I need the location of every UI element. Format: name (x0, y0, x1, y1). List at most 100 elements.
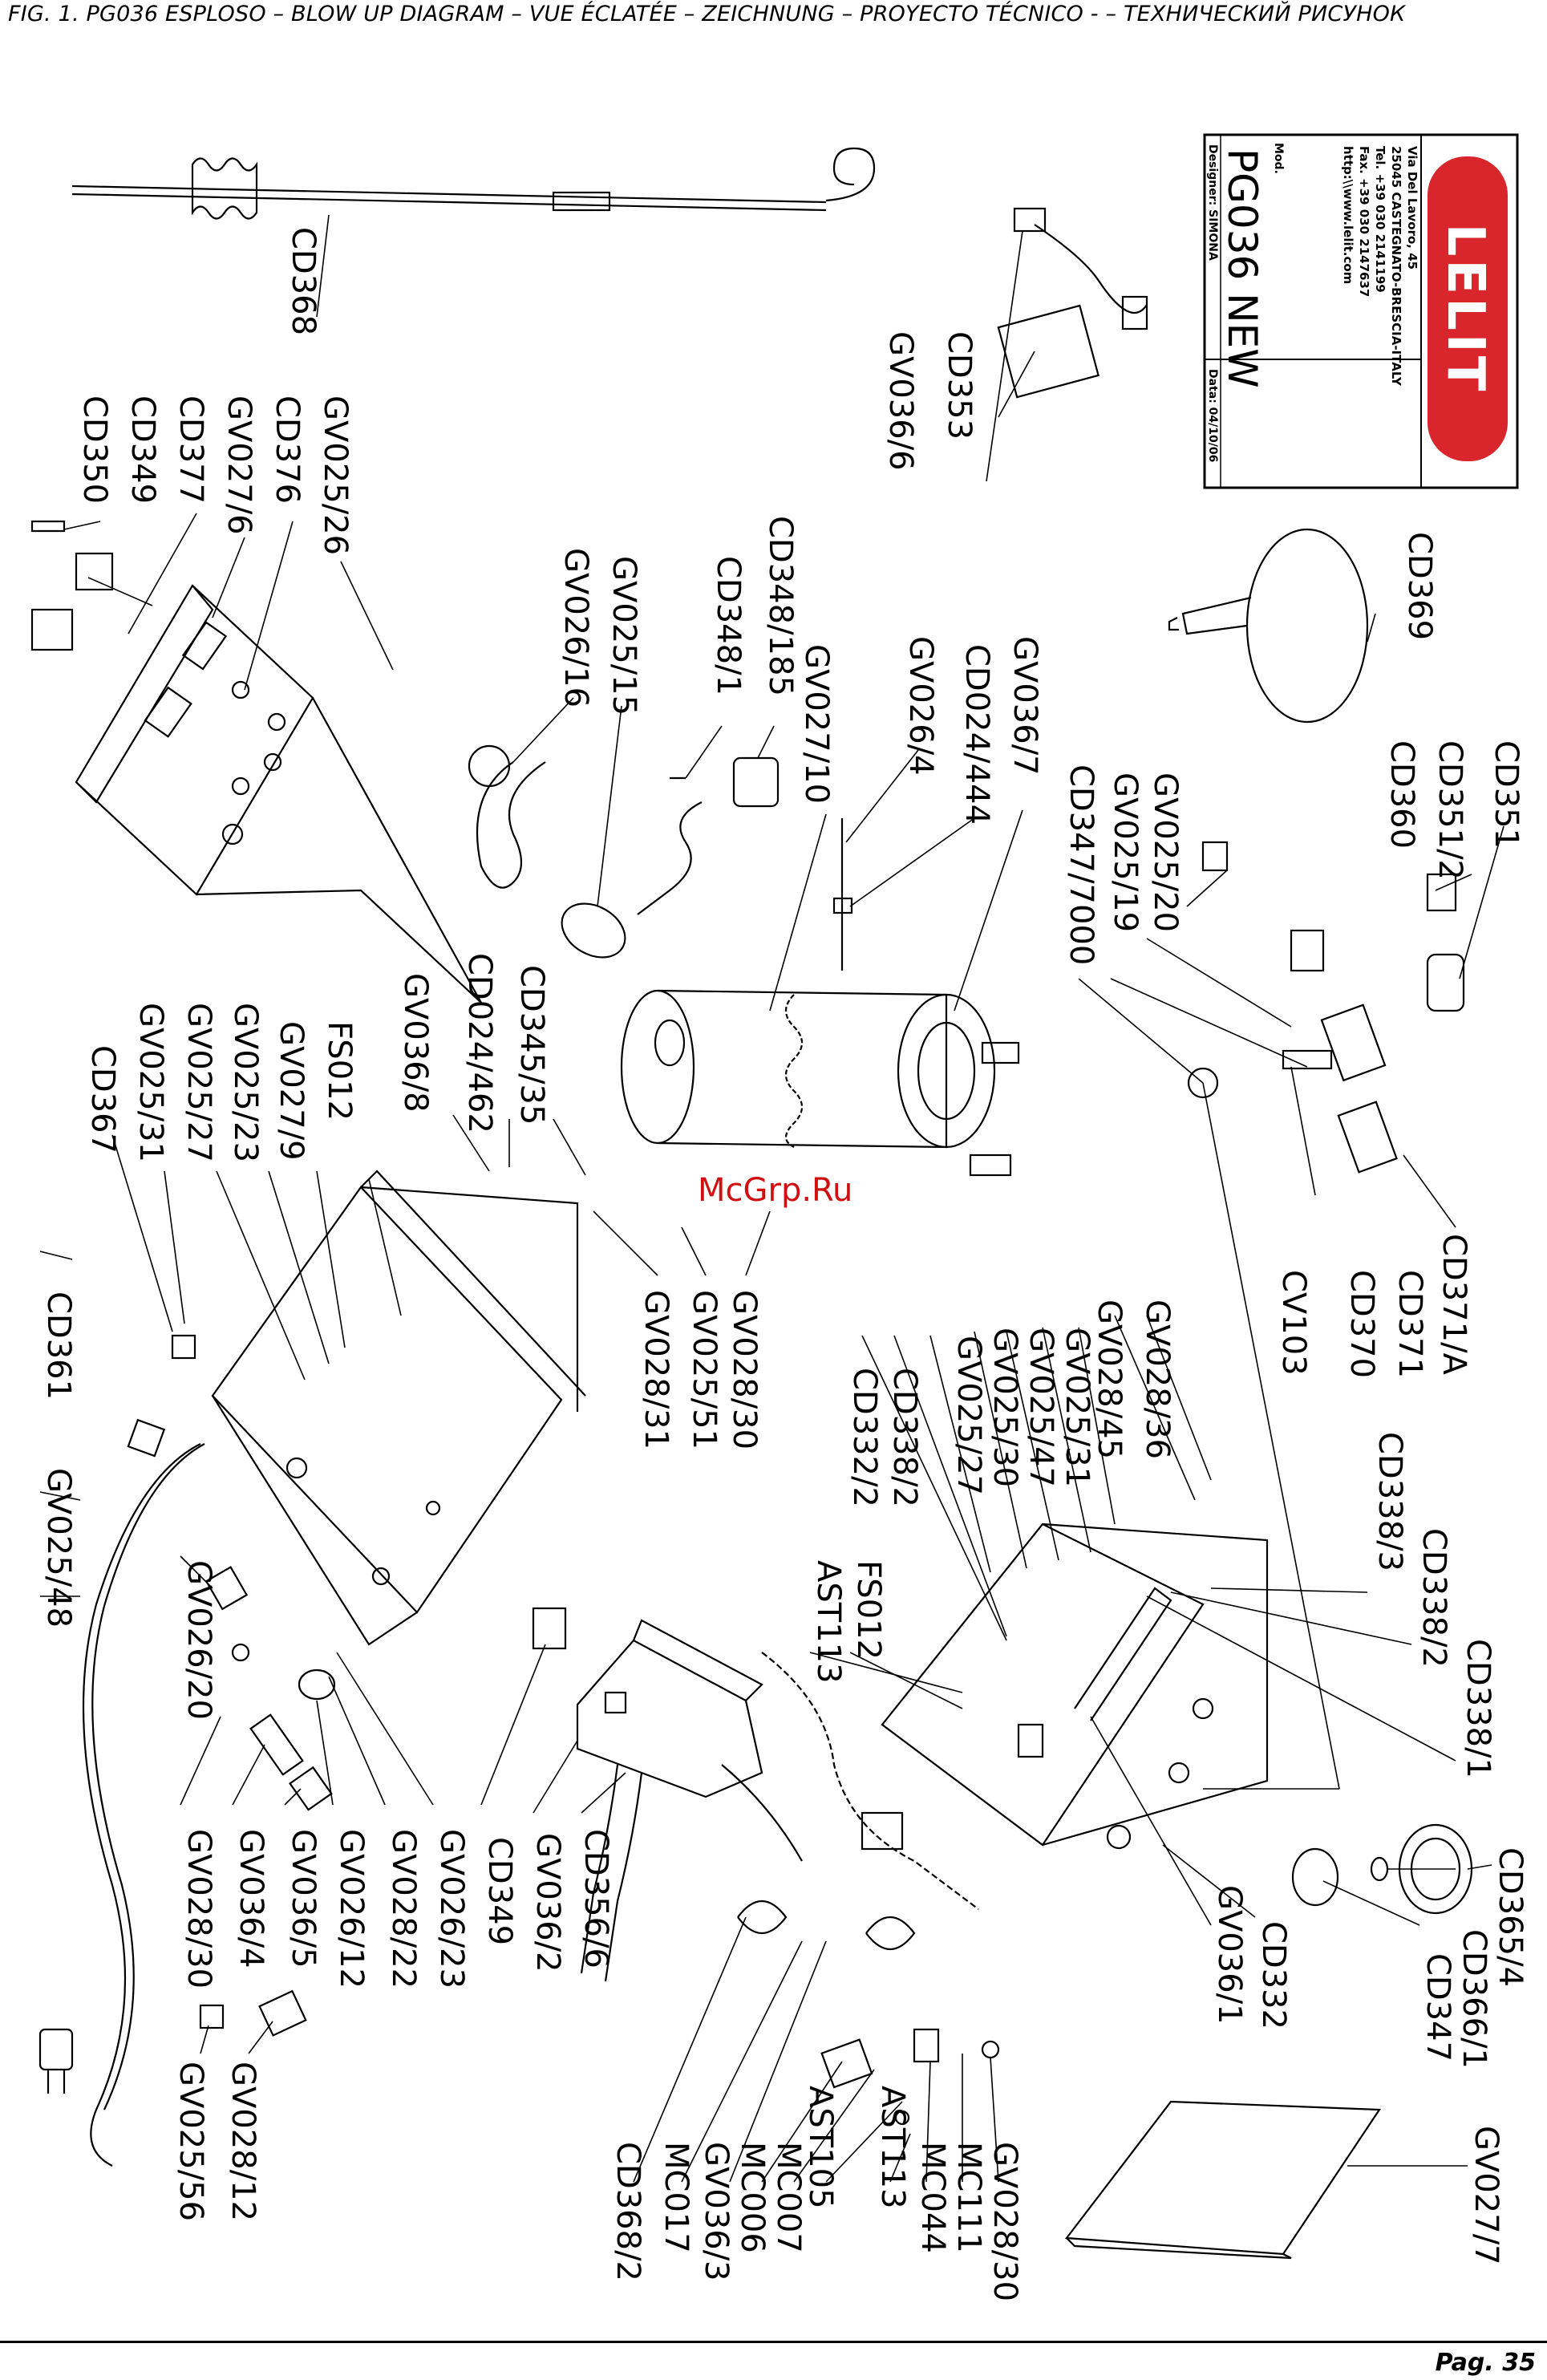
label-cd024-462: CD024/462 (461, 953, 498, 1133)
tb-city: 25045 CASTEGNATO-BRESCIA-ITALY (1389, 146, 1403, 387)
label-cd345-35: CD345/35 (513, 965, 550, 1125)
label-cd367: CD367 (84, 1045, 121, 1154)
label-gv026-20: GV026/20 (180, 1560, 217, 1720)
tb-fax: Fax. +39 030 2147637 (1357, 146, 1371, 297)
label-cd338-3: CD338/3 (1371, 1432, 1408, 1571)
tb-tel: Tel. +39 030 2141199 (1373, 146, 1387, 293)
label-gv026-23: GV026/23 (433, 1829, 470, 1989)
label-fs012-bottom: FS012 (850, 1560, 887, 1660)
label-cd368: CD368 (285, 227, 322, 335)
label-gv028-30-mid: GV028/30 (726, 1290, 763, 1449)
label-gv036-3: GV036/3 (698, 2142, 735, 2281)
power-cord-part (38, 1334, 205, 2167)
label-gv036-5: GV036/5 (285, 1829, 322, 1968)
lelit-logo: LELIT (1428, 156, 1508, 461)
label-gv025-15: GV025/15 (605, 556, 642, 716)
label-gv028-12: GV028/12 (225, 2062, 261, 2221)
label-cd356-6: CD356/6 (577, 1829, 614, 1968)
label-gv036-7: GV036/7 (1006, 636, 1043, 776)
steam-wand-part (71, 147, 876, 220)
tb-designer: Designer: SIMONA (1206, 144, 1219, 261)
logo-text: LELIT (1436, 224, 1495, 395)
label-gv026-16: GV026/16 (557, 548, 594, 708)
watermark: McGrp.Ru (698, 1172, 852, 1209)
label-gv025-31-right: GV025/31 (1059, 1328, 1095, 1487)
label-cd332-2: CD332/2 (846, 1368, 883, 1507)
tb-address: Via Del Lavoro, 45 (1405, 146, 1419, 270)
body-frame-part (211, 1170, 586, 1646)
label-gv036-6: GV036/6 (882, 331, 919, 471)
label-cd349-bottom: CD349 (481, 1837, 518, 1945)
label-cd351: CD351 (1488, 740, 1525, 849)
funnel-part (1168, 528, 1369, 724)
label-cd371: CD371 (1391, 1270, 1428, 1378)
label-cd377: CD377 (172, 395, 209, 504)
label-cd338-2-right: CD338/2 (1415, 1528, 1452, 1668)
label-mc044: MC044 (914, 2142, 951, 2253)
label-cd353: CD353 (941, 331, 978, 440)
label-cd348-185: CD348/185 (762, 516, 799, 696)
label-cd368-2: CD368/2 (609, 2142, 646, 2281)
label-ast113-bottom: AST113 (874, 2086, 911, 2209)
label-mc007: MC007 (770, 2142, 807, 2253)
label-gv036-8: GV036/8 (397, 973, 434, 1113)
label-cd347: CD347 (1419, 1953, 1456, 2062)
label-gv027-9: GV027/9 (273, 1021, 310, 1161)
label-ast105: AST105 (802, 2086, 839, 2209)
label-cd366-1: CD366/1 (1456, 1929, 1492, 2069)
label-gv028-30-bottom: GV028/30 (986, 2142, 1023, 2301)
label-gv036-1: GV036/1 (1211, 1885, 1248, 2025)
label-gv025-23: GV025/23 (227, 1003, 264, 1162)
tb-date: Data: 04/10/06 (1206, 369, 1219, 462)
title-block: LELIT Via Del Lavoro, 45 25045 CASTEGNAT… (1203, 133, 1519, 489)
footer-rule (0, 2341, 1547, 2343)
parts-drawing (30, 147, 1473, 2260)
switch-panel-part (30, 520, 482, 1003)
label-cd360: CD360 (1383, 740, 1420, 849)
label-gv025-31-left: GV025/31 (132, 1003, 169, 1162)
label-gv027-6: GV027/6 (221, 395, 257, 535)
label-cd024-444: CD024/444 (958, 644, 995, 825)
label-gv025-48: GV025/48 (40, 1468, 77, 1628)
tb-model: PG036 NEW (1219, 148, 1266, 388)
label-cd371-a: CD371/A (1436, 1234, 1472, 1376)
thermostat-part (637, 756, 780, 915)
label-gv036-4: GV036/4 (233, 1829, 269, 1968)
bracket-parts (737, 1811, 1000, 2126)
fittings-part (199, 1566, 336, 2037)
tb-mod-label: Mod. (1272, 143, 1285, 174)
part-labels: CD368 CD353 GV036/6 CD350 CD349 CD377 GV… (40, 227, 1529, 2301)
label-gv025-47: GV025/47 (1023, 1328, 1059, 1487)
knob-part (1291, 1823, 1473, 1915)
label-gv025-51: GV025/51 (686, 1290, 723, 1449)
label-gv025-27-right: GV025/27 (950, 1336, 987, 1495)
label-gv025-26: GV025/26 (317, 395, 354, 555)
wiring-part (721, 1652, 979, 1910)
base-plate-part (1064, 2100, 1382, 2260)
label-gv027-10: GV027/10 (798, 644, 835, 804)
page-number: Pag. 35 (1435, 2349, 1536, 2377)
label-cd348-1: CD348/1 (710, 556, 747, 695)
label-mc111: MC111 (950, 2142, 987, 2253)
label-fs012-top: FS012 (321, 1021, 358, 1121)
figure-caption: FIG. 1. PG036 ESPLOSO – BLOW UP DIAGRAM … (8, 2, 1406, 26)
label-gv026-12: GV026/12 (333, 1829, 370, 1989)
heating-element-part (468, 744, 626, 959)
label-gv028-22: GV028/22 (385, 1829, 422, 1989)
label-cd338-1: CD338/1 (1460, 1639, 1496, 1778)
label-gv025-27-left: GV025/27 (180, 1003, 217, 1162)
label-gv025-30: GV025/30 (986, 1328, 1023, 1487)
label-gv028-36: GV028/36 (1139, 1299, 1176, 1459)
label-gv025-19: GV025/19 (1107, 772, 1144, 932)
label-gv027-7: GV027/7 (1468, 2126, 1504, 2265)
label-cd370: CD370 (1343, 1270, 1380, 1378)
label-cv103: CV103 (1275, 1270, 1312, 1376)
label-gv028-31: GV028/31 (638, 1290, 674, 1449)
label-gv028-30-left: GV028/30 (180, 1829, 217, 1989)
label-cd350: CD350 (76, 395, 113, 504)
label-cd332: CD332 (1255, 1921, 1292, 2029)
label-mc017: MC017 (658, 2142, 695, 2253)
label-gv036-2: GV036/2 (529, 1833, 566, 1973)
label-gv025-56: GV025/56 (172, 2062, 209, 2221)
